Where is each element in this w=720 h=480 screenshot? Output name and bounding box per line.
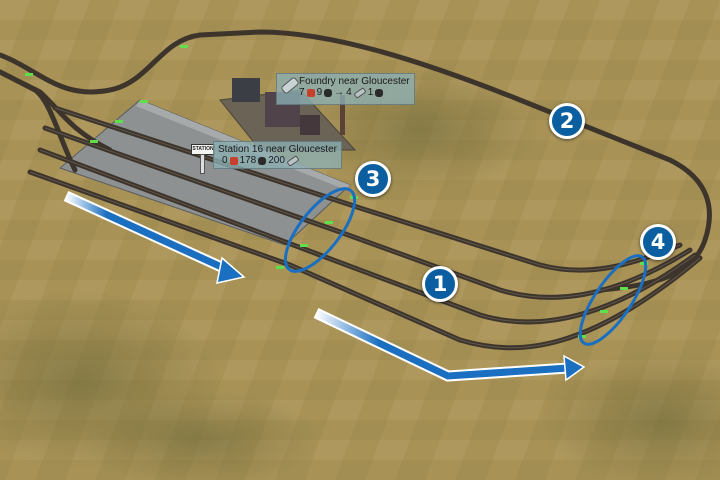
steel-amount: 200 [268, 155, 285, 166]
direction-arrow-2 [313, 308, 586, 382]
station-label[interactable]: Station 16 near Gloucester 0 178 200 [213, 141, 342, 169]
marker-2: 2 [549, 103, 585, 139]
industry-title: Foundry near Gloucester [299, 76, 410, 87]
iron-ore-icon [229, 156, 238, 165]
station-pole [200, 154, 205, 174]
output-count: 1 [367, 87, 374, 98]
highlight-ring-3 [283, 187, 357, 273]
marker-3: 3 [355, 161, 391, 197]
station-title: Station 16 near Gloucester [218, 144, 337, 155]
ore-amount: 0 [222, 155, 228, 166]
steel-icon [286, 154, 300, 167]
produces-arrow: → [334, 87, 345, 98]
coal-amount: 178 [239, 155, 257, 166]
coal-icon [324, 88, 333, 97]
direction-arrow-1 [63, 190, 246, 284]
marker-4: 4 [640, 224, 676, 260]
steel-icon [353, 86, 367, 99]
steel-output: 4 [346, 87, 352, 98]
coal-icon [258, 156, 267, 165]
ore-demand: 7 [299, 87, 305, 98]
steel-bar-icon [280, 76, 300, 95]
coal-icon [375, 88, 384, 97]
iron-ore-icon [306, 88, 315, 97]
marker-1: 1 [422, 266, 458, 302]
highlight-ring-4 [578, 254, 648, 346]
coal-demand: 9 [316, 87, 323, 98]
industry-label[interactable]: Foundry near Gloucester 7 9 → 4 1 [276, 73, 415, 105]
